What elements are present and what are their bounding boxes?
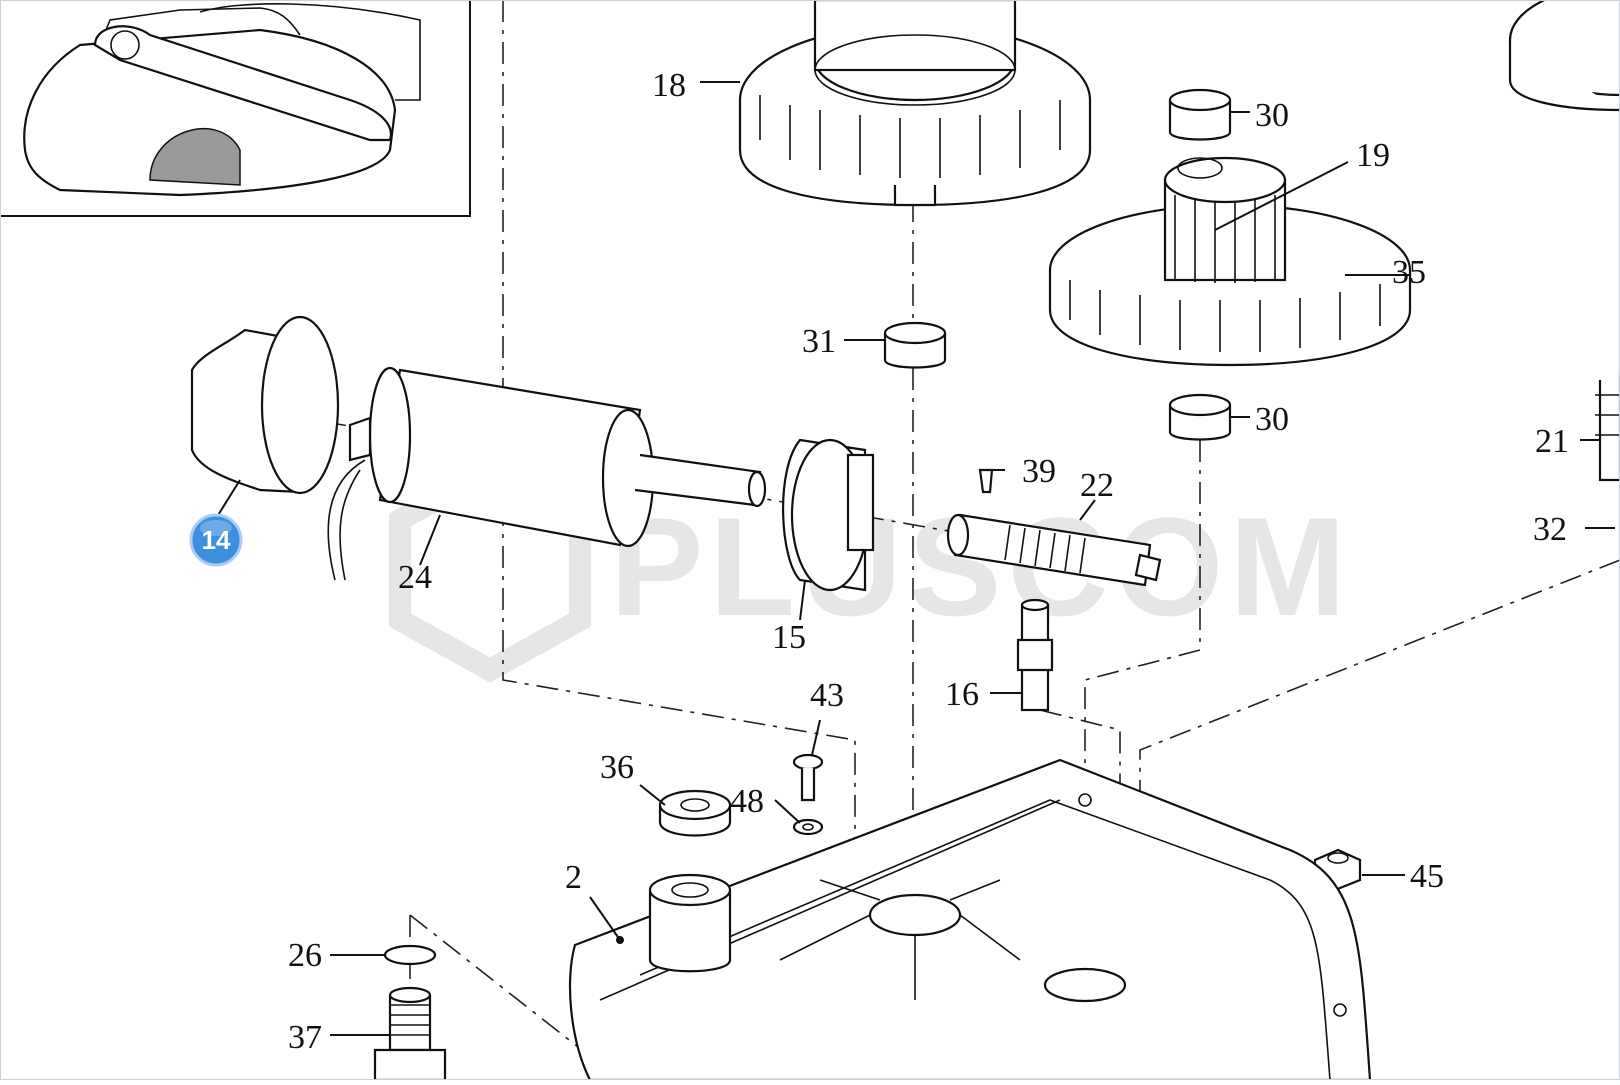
label-37: 37 (288, 1019, 322, 1056)
part-39-grub-screw (978, 468, 994, 494)
partial-gear-top-right (1508, 0, 1620, 112)
part-18-large-gear (738, 0, 1092, 207)
label-30-upper: 30 (1255, 97, 1289, 134)
part-24-motor (327, 366, 767, 581)
label-18: 18 (652, 67, 686, 104)
part-26-o-ring (383, 944, 437, 966)
part-16-pin (1016, 598, 1054, 712)
part-22-worm-shaft (946, 513, 1162, 587)
label-48: 48 (730, 783, 764, 820)
label-21: 21 (1535, 423, 1569, 460)
label-36: 36 (600, 749, 634, 786)
part-48-washer (792, 818, 824, 836)
part-31-bushing (883, 321, 947, 369)
label-22: 22 (1080, 467, 1114, 504)
part-14-highlight-badge[interactable]: 14 (189, 513, 243, 567)
label-19: 19 (1356, 137, 1390, 174)
watermark: PLUSCOM (389, 457, 1352, 683)
label-15: 15 (772, 619, 806, 656)
label-31: 31 (802, 323, 836, 360)
label-35: 35 (1392, 254, 1426, 291)
part-19-pinion (1163, 156, 1287, 283)
part-21-shaft (1595, 370, 1620, 482)
part-labels: 18 30 19 35 30 31 21 32 39 22 24 15 16 4… (288, 67, 1569, 1056)
part-14-sleeve (190, 315, 340, 495)
label-30-lower: 30 (1255, 401, 1289, 438)
inset-detail-box (0, 0, 471, 217)
part-30-bushing-upper (1168, 88, 1232, 141)
badge-number: 14 (202, 525, 231, 555)
part-37-fitting (373, 986, 447, 1082)
label-16: 16 (945, 676, 979, 713)
label-45: 45 (1410, 858, 1444, 895)
label-24: 24 (398, 559, 432, 596)
part-30-bushing-lower (1168, 393, 1232, 441)
leader-lines (214, 81, 1615, 1036)
part-2-base-plate (568, 758, 1372, 1082)
label-32: 32 (1533, 511, 1567, 548)
label-39: 39 (1022, 453, 1056, 490)
label-2: 2 (565, 859, 582, 896)
watermark-text: PLUSCOM (610, 488, 1352, 645)
label-26: 26 (288, 937, 322, 974)
part-15-coupling (781, 438, 875, 592)
label-43: 43 (810, 677, 844, 714)
part-43-screw (792, 753, 824, 802)
part-36-nut (658, 789, 732, 837)
